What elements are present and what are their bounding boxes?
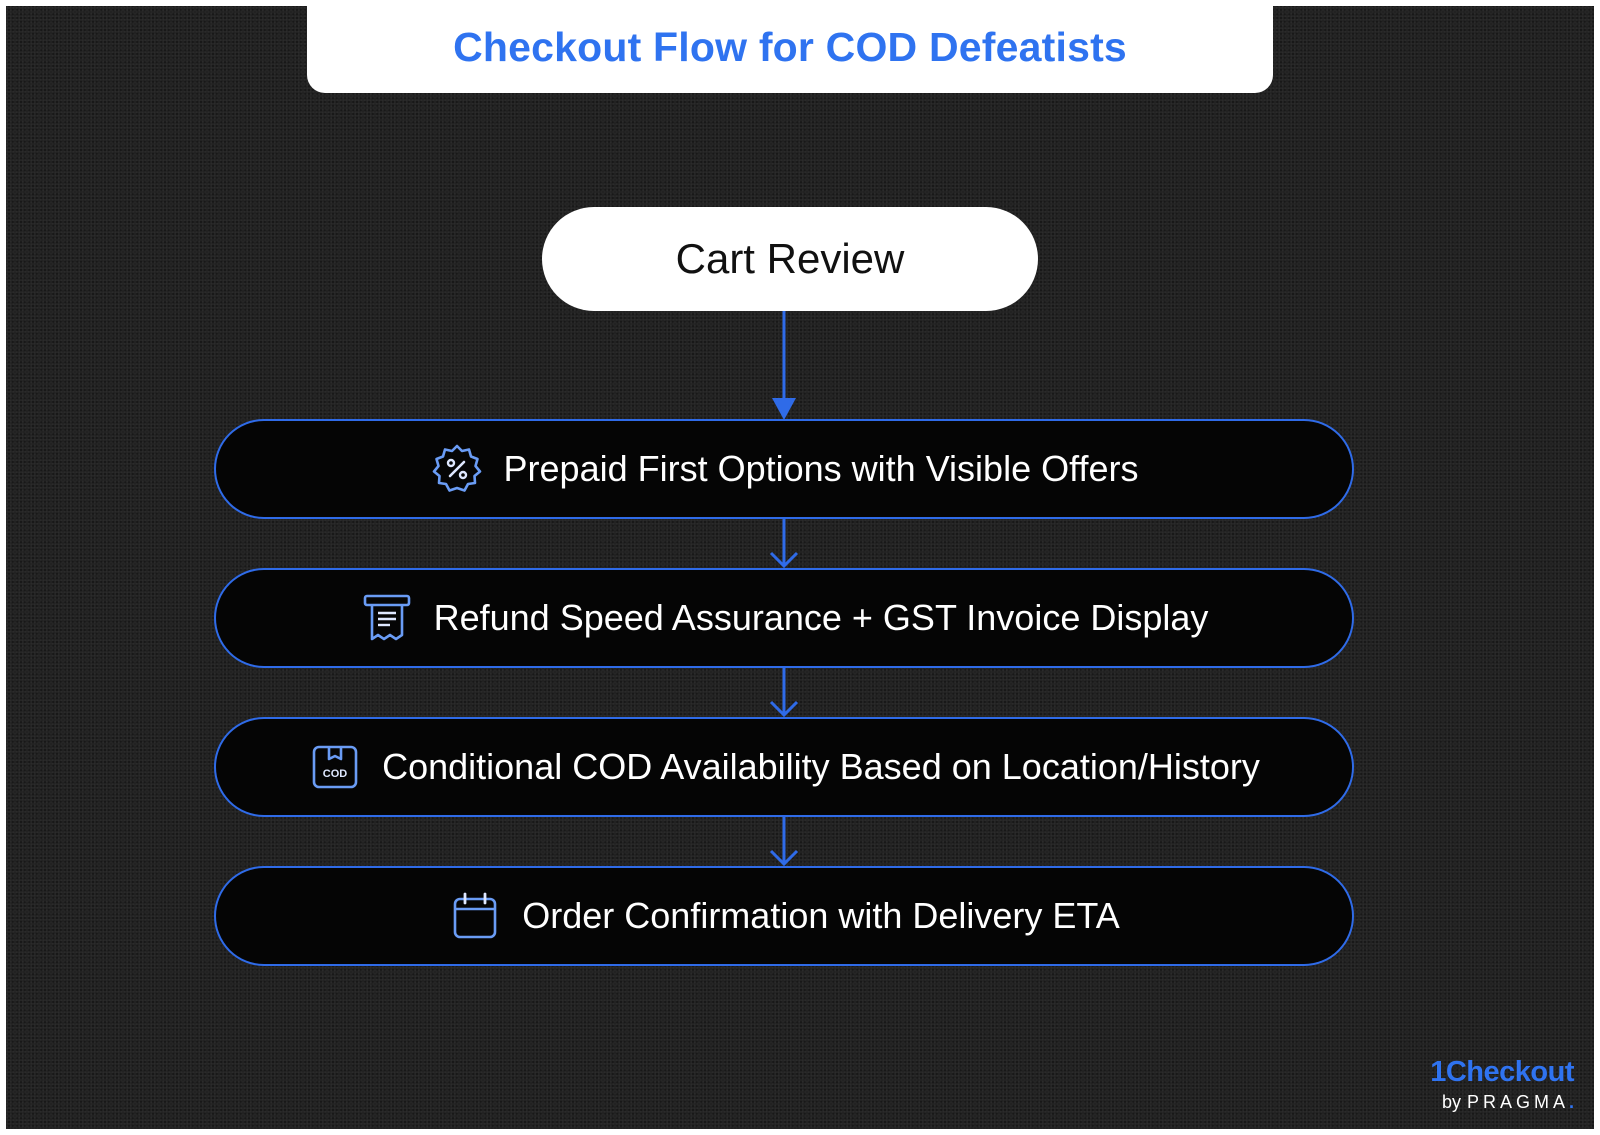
- arrowhead-step-1-to-step-2: [769, 551, 799, 569]
- cod-box-icon: COD: [308, 740, 362, 794]
- title-banner: Checkout Flow for COD Defeatists: [307, 6, 1273, 93]
- svg-text:COD: COD: [323, 768, 348, 780]
- step-label: Refund Speed Assurance + GST Invoice Dis…: [433, 597, 1209, 638]
- discount-badge-icon: [430, 442, 484, 496]
- brand-company: PRAGMA: [1466, 1092, 1569, 1112]
- start-node-cart-review: Cart Review: [542, 207, 1038, 311]
- step-label: Conditional COD Availability Based on Lo…: [382, 746, 1260, 787]
- arrowhead-step-2-to-step-3: [769, 700, 799, 718]
- brand-by: by: [1441, 1092, 1461, 1112]
- step-node-refund-assurance: Refund Speed Assurance + GST Invoice Dis…: [214, 568, 1354, 668]
- step-label: Prepaid First Options with Visible Offer…: [503, 448, 1139, 489]
- diagram-canvas: Checkout Flow for COD Defeatists Cart Re…: [6, 6, 1594, 1129]
- diagram-title: Checkout Flow for COD Defeatists: [453, 24, 1127, 70]
- step-node-order-confirmation: Order Confirmation with Delivery ETA: [214, 866, 1354, 966]
- start-node-label: Cart Review: [675, 235, 905, 282]
- step-node-prepaid-first: Prepaid First Options with Visible Offer…: [214, 419, 1354, 519]
- step-label: Order Confirmation with Delivery ETA: [522, 895, 1120, 936]
- receipt-icon: [360, 591, 414, 645]
- step-node-conditional-cod: COD Conditional COD Availability Based o…: [214, 717, 1354, 817]
- brand-dot: .: [1568, 1092, 1574, 1112]
- arrowhead-step-3-to-step-4: [769, 849, 799, 867]
- brand-name: 1Checkout: [1430, 1056, 1574, 1088]
- arrowhead-start-to-step-1: [772, 398, 796, 420]
- calendar-icon: [448, 889, 502, 943]
